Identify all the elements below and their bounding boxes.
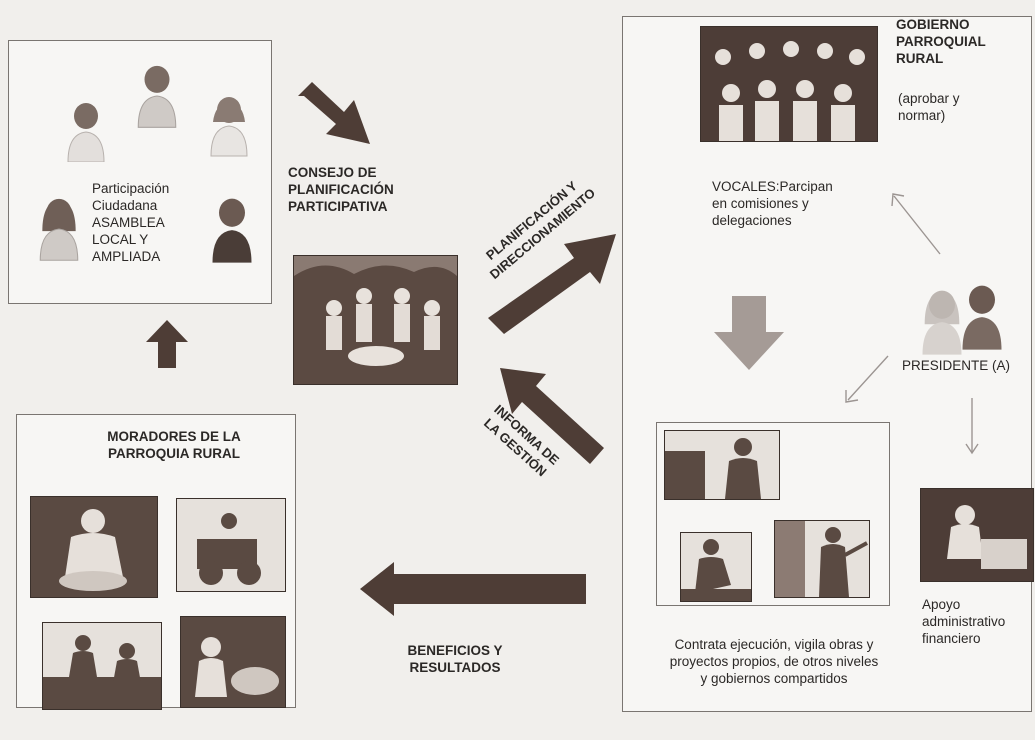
person-icon [206,190,258,268]
up-arrow-icon [146,320,188,368]
down-arrow-icon [714,296,784,370]
person-icon [916,286,968,356]
consejo-photo [293,255,458,385]
morador-photo-2 [176,498,286,592]
thin-arrow-icon [962,398,982,456]
person-icon [205,90,253,160]
consejo-title: CONSEJO DE PLANIFICACIÓN PARTICIPATIVA [288,165,394,214]
contrata-label: Contrata ejecución, vigila obras y proye… [669,637,879,686]
thin-arrow-icon [888,188,944,256]
gobierno-subtitle: (aprobar y normar) [898,91,960,123]
citizen-participation-label: Participación Ciudadana ASAMBLEA LOCAL Y… [92,181,170,264]
person-icon [62,100,110,162]
thin-arrow-icon [842,354,892,406]
gobierno-title: GOBIERNO PARROQUIAL RURAL [896,17,986,66]
planificacion-arrow-icon [488,232,618,342]
person-icon [34,188,84,268]
morador-photo-4 [180,616,286,708]
morador-photo-1 [30,496,158,598]
person-icon [132,62,182,128]
informa-arrow-icon [500,368,604,464]
gobierno-photo [700,26,878,142]
presidente-label: PRESIDENTE (A) [902,358,1011,373]
person-icon [956,280,1008,352]
beneficios-label: BENEFICIOS Y RESULTADOS [407,643,503,675]
moradores-title: MORADORES DE LA PARROQUIA RURAL [107,429,241,461]
morador-photo-3 [42,622,162,710]
worker-photo-1 [664,430,780,500]
down-right-arrow-icon [298,78,374,146]
vocales-label: VOCALES:Parcipan en comisiones y delegac… [712,179,833,228]
worker-photo-3 [774,520,870,598]
apoyo-label: Apoyo administrativo financiero [922,597,1006,646]
worker-photo-2 [680,532,752,602]
beneficios-arrow-icon [360,562,586,616]
apoyo-photo [920,488,1034,582]
